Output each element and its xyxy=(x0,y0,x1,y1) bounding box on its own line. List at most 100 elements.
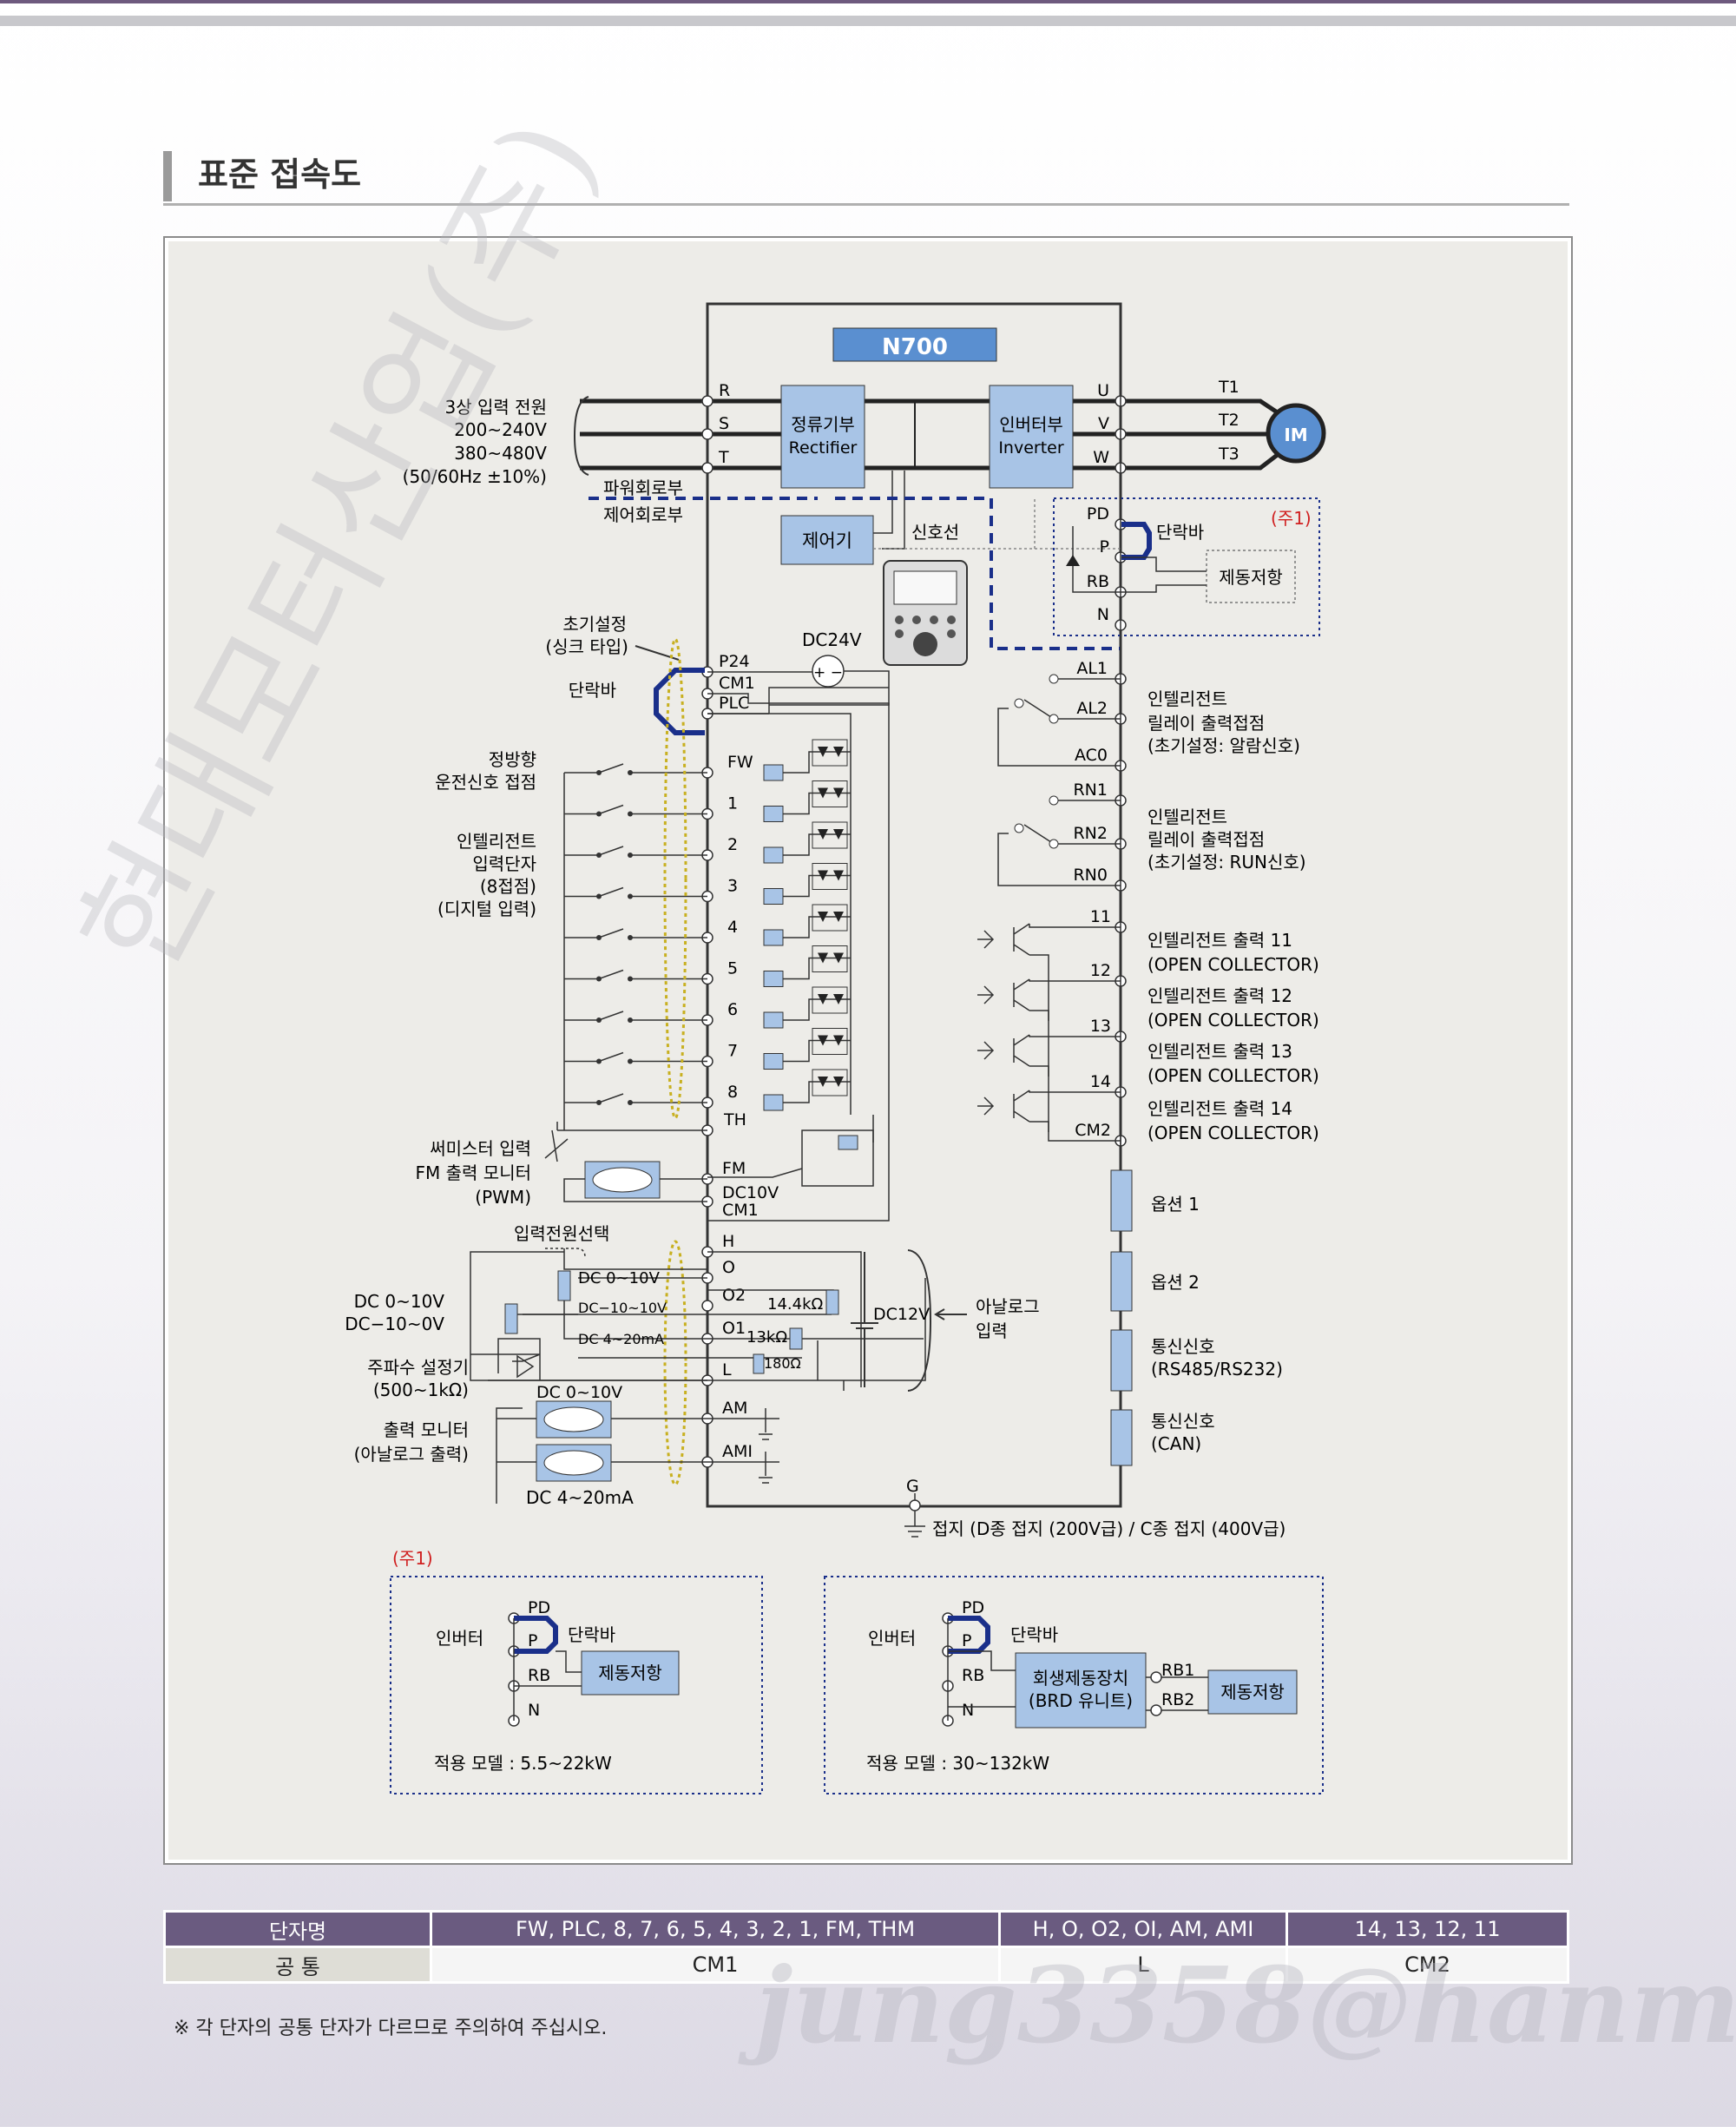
top-accent-bar xyxy=(0,0,1736,3)
wiring-diagram: N700 IM 정류기부 Rectifier 인버터부 Inverter 제어기… xyxy=(345,302,1326,1794)
short-bar-top xyxy=(1121,522,1152,560)
terminal-IN3-label: 3 xyxy=(727,877,738,896)
switch-contact xyxy=(596,1017,602,1023)
am-meter-dial xyxy=(543,1406,604,1432)
power-control-boundary xyxy=(589,497,1120,650)
oc13-label: 인텔리전트 출력 13 xyxy=(1147,1041,1292,1062)
note-mark: (주1) xyxy=(1271,508,1312,529)
opto-pair-6 xyxy=(812,986,848,1014)
switch-contact xyxy=(596,893,602,899)
diode-icon xyxy=(1066,555,1080,566)
oc-transistor-0 xyxy=(1013,923,1121,965)
dc-0-10v-out-label: DC 0~10V xyxy=(536,1383,622,1402)
switch-contact xyxy=(596,935,602,940)
sub1-model: 적용 모델 : 5.5~22kW xyxy=(434,1753,612,1774)
opto-pair-7 xyxy=(812,1028,848,1055)
terminal-H-label: H xyxy=(722,1232,734,1251)
sub2-shortbar-label: 단락바 xyxy=(1010,1624,1058,1645)
switch-contact xyxy=(628,1058,633,1064)
ground-label: 접지 (D종 접지 (200V급) / C종 접지 (400V급) xyxy=(932,1518,1286,1539)
sub1-terminal-RB-label: RB xyxy=(528,1666,550,1685)
input-resistor-2 xyxy=(763,846,784,864)
oc-led-arrow-0 xyxy=(977,930,995,949)
input-power-select-label: 입력전원선택 xyxy=(514,1223,609,1244)
diode-icon xyxy=(818,912,828,922)
diode-icon xyxy=(833,912,844,922)
dc24v-sign: + − xyxy=(813,664,843,682)
input-switch-6 xyxy=(564,1011,707,1021)
sub2-rb2-terminal xyxy=(1150,1704,1162,1716)
controller-label: 제어기 xyxy=(802,530,852,551)
input-resistor-8 xyxy=(763,1094,784,1111)
intelligent-input-label-2: 입력단자 xyxy=(472,853,536,874)
dc-4-20ma-bottom: DC 4~20mA xyxy=(526,1487,634,1508)
resistor-14k xyxy=(825,1289,839,1315)
short-bar-cm1 xyxy=(654,668,705,735)
table-cell: 공 통 xyxy=(163,1946,432,1984)
forward-signal-label: 정방향 xyxy=(489,749,536,770)
diode-icon xyxy=(833,1077,844,1087)
inverter-block xyxy=(989,385,1074,489)
terminal-IN2-label: 2 xyxy=(727,835,738,854)
sub2-resistor-label: 제동저항 xyxy=(1220,1682,1285,1702)
model-label: N700 xyxy=(882,334,948,360)
relay1-label: 인텔리전트 xyxy=(1147,688,1227,709)
diode-icon xyxy=(833,829,844,840)
dc-range-label-2: DC−10~0V xyxy=(345,1314,444,1334)
dc12v-label: DC12V xyxy=(873,1305,930,1324)
oc13-sub: (OPEN COLLECTOR) xyxy=(1147,1065,1319,1086)
ami-meter-dial xyxy=(543,1450,604,1476)
rectifier-label: 정류기부 xyxy=(791,414,855,435)
motor xyxy=(1266,403,1326,464)
switch-contact xyxy=(596,853,602,858)
sub2-terminal-P-label: P xyxy=(962,1631,971,1650)
switch-contact xyxy=(628,811,633,817)
terminal-R xyxy=(701,395,713,407)
table-header-cell: H, O, O2, OI, AM, AMI xyxy=(998,1910,1288,1948)
motor-terminal-label: T2 xyxy=(1218,411,1240,430)
analog-input-label: 아날로그 xyxy=(976,1296,1040,1317)
comm-rs485-label: 통신신호 xyxy=(1151,1336,1215,1357)
terminal-G xyxy=(909,1499,921,1511)
plc-bus xyxy=(707,713,852,1115)
terminal-IN8-label: 8 xyxy=(727,1083,738,1102)
dc24v-label: DC24V xyxy=(802,629,862,650)
option1-label: 옵션 1 xyxy=(1151,1194,1200,1215)
meter-wires xyxy=(496,1418,707,1463)
resistor-180 xyxy=(753,1353,765,1374)
resistor-180-label: 180Ω xyxy=(764,1355,801,1372)
input-wire-1 xyxy=(783,792,851,815)
opto-pair-2 xyxy=(812,821,848,849)
sub1-terminal-PD-label: PD xyxy=(528,1598,550,1617)
sub2-terminal-RB-label: RB xyxy=(962,1666,984,1685)
diode-icon xyxy=(833,747,844,757)
oc14-label: 인텔리전트 출력 14 xyxy=(1147,1098,1292,1119)
sub1-resistor xyxy=(581,1650,680,1696)
opto-pair-1 xyxy=(812,780,848,807)
init-setting-type: (싱크 타입) xyxy=(545,636,628,657)
switch-contact xyxy=(596,770,602,775)
oc11-label: 인텔리전트 출력 11 xyxy=(1147,930,1292,951)
relay1-label-2: 릴레이 출력접점 xyxy=(1147,713,1265,734)
diode-icon xyxy=(833,870,844,881)
terminal-O2 xyxy=(701,1300,713,1312)
terminal-AL2-label: AL2 xyxy=(1076,699,1108,718)
intelligent-input-label: 인텔리전트 xyxy=(457,831,536,852)
freq-setter-symbol xyxy=(516,1354,535,1379)
oc-common-wire xyxy=(1048,965,1121,1142)
th-wire xyxy=(556,1122,707,1131)
signal-line-label: 신호선 xyxy=(911,522,959,543)
input-switch-0 xyxy=(564,763,707,774)
input-wire-6 xyxy=(783,998,851,1021)
sub2-model: 적용 모델 : 30~132kW xyxy=(866,1753,1049,1774)
terminal-RN0-label: RN0 xyxy=(1073,866,1108,885)
terminal-IN7-label: 7 xyxy=(727,1042,738,1061)
switch-contact xyxy=(628,1100,633,1105)
power-input-freq: (50/60Hz ±10%) xyxy=(403,466,547,487)
terminal-IN4-label: 4 xyxy=(727,918,738,937)
terminal-FM-label: FM xyxy=(722,1159,746,1178)
dc12v-battery xyxy=(851,1252,878,1387)
am-ground xyxy=(707,1408,779,1484)
switch-contact xyxy=(596,1058,602,1064)
diode-icon xyxy=(818,1077,828,1087)
